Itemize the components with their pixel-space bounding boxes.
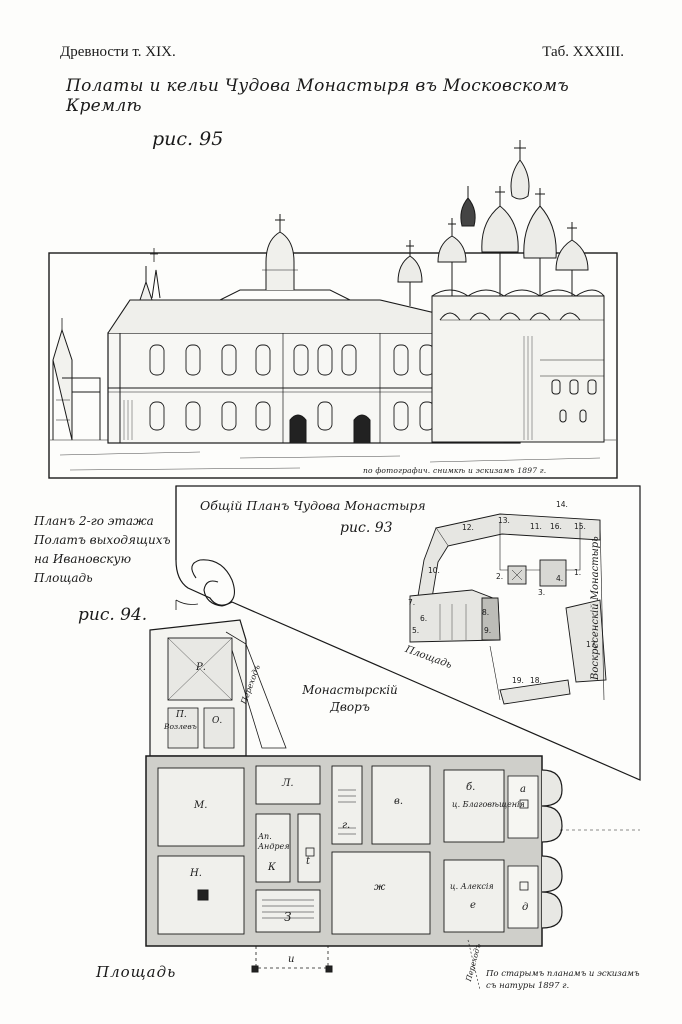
gp-number: 6. bbox=[420, 614, 428, 623]
room-d: д bbox=[522, 902, 529, 913]
figure-94-plan bbox=[145, 619, 640, 991]
room-alexiya: ц. Алексiя bbox=[450, 882, 494, 891]
gp-number: 14. bbox=[556, 500, 568, 509]
room-vozlevo: Возлевъ bbox=[164, 722, 197, 731]
plate-title: Полаты и кельи Чудова Монастыря въ Моско… bbox=[66, 76, 570, 116]
gp-number: 15. bbox=[574, 522, 586, 531]
plan-title-line3: на Ивановскую Площадь bbox=[34, 552, 132, 585]
room-p: П. bbox=[176, 710, 187, 720]
gp-number: 5. bbox=[412, 626, 420, 635]
gp-number: 10. bbox=[428, 566, 440, 575]
room-t: t bbox=[306, 856, 311, 867]
gp-number: 19. bbox=[512, 676, 524, 685]
square-label: Площадь bbox=[96, 963, 177, 981]
room-v: в. bbox=[394, 796, 403, 807]
room-b: б. bbox=[466, 782, 476, 793]
photo-credit: по фотографич. снимкѣ и эскизамъ 1897 г. bbox=[363, 466, 547, 475]
room-k: К bbox=[268, 862, 276, 873]
gp-number: 7. bbox=[408, 598, 416, 607]
plan-title-line2: Полатъ выходящихъ bbox=[34, 533, 171, 547]
header-journal-volume: Древности т. XIX. bbox=[60, 44, 176, 60]
plan-title: Планъ 2-го этажа Полатъ выходящихъ на Ив… bbox=[34, 512, 184, 588]
general-plan-buildings bbox=[409, 513, 607, 705]
courtyard-line1: Монастырскiй bbox=[302, 683, 398, 697]
voskresensky-label: Воскресенскiй Монастырь bbox=[590, 536, 601, 680]
gp-number: 13. bbox=[498, 516, 510, 525]
room-e: е bbox=[470, 900, 476, 911]
room-z: З bbox=[284, 910, 292, 924]
gp-number: 2. bbox=[496, 572, 504, 581]
cathedral bbox=[397, 140, 605, 443]
room-n: Н. bbox=[190, 868, 202, 879]
room-i: и bbox=[288, 954, 295, 965]
source-note-line2: съ натуры 1897 г. bbox=[486, 981, 570, 991]
gp-number: 9. bbox=[484, 626, 492, 635]
figure-93-label: рис. 93 bbox=[340, 520, 393, 536]
room-m: М. bbox=[194, 800, 208, 811]
source-note-line1: По старымъ планамъ и эскизамъ bbox=[486, 969, 640, 979]
figure-95-elevation bbox=[48, 140, 618, 479]
room-blagoveshchenie: ц. Благовѣщенiя bbox=[452, 800, 525, 809]
room-zh: ж bbox=[374, 882, 386, 893]
scroll-frame bbox=[175, 485, 641, 781]
room-l: Л. bbox=[282, 778, 294, 789]
room-ap-andrey: Ап. Андрея bbox=[258, 832, 290, 851]
gp-number: 4. bbox=[556, 574, 564, 583]
room-g: г. bbox=[342, 820, 351, 831]
figure-93-scroll bbox=[175, 485, 641, 781]
room-r: Р. bbox=[196, 662, 206, 673]
gp-number: 12. bbox=[462, 523, 474, 532]
room-a: а bbox=[520, 784, 526, 795]
header-plate-number: Таб. XXXIII. bbox=[542, 44, 624, 60]
gp-number: 18. bbox=[530, 676, 542, 685]
courtyard-line2: Дворъ bbox=[330, 700, 370, 714]
elevation-frame bbox=[48, 252, 618, 479]
general-plan-title: Общiй Планъ Чудова Монастыря bbox=[200, 498, 426, 513]
plan-title-line1: Планъ 2-го этажа bbox=[34, 514, 154, 528]
room-o: О. bbox=[212, 716, 223, 726]
gp-number: 16. bbox=[550, 522, 562, 531]
gp-number: 8. bbox=[482, 608, 490, 617]
gp-number: 1. bbox=[574, 568, 582, 577]
gp-number: 3. bbox=[538, 588, 546, 597]
figure-95-label: рис. 95 bbox=[152, 128, 224, 150]
source-note: По старымъ планамъ и эскизамъ съ натуры … bbox=[486, 968, 666, 992]
figure-94-label: рис. 94. bbox=[78, 605, 148, 625]
courtyard-label: Монастырскiй Дворъ bbox=[300, 682, 400, 716]
gp-number: 11. bbox=[530, 522, 542, 531]
gp-number: 17. bbox=[586, 640, 598, 649]
